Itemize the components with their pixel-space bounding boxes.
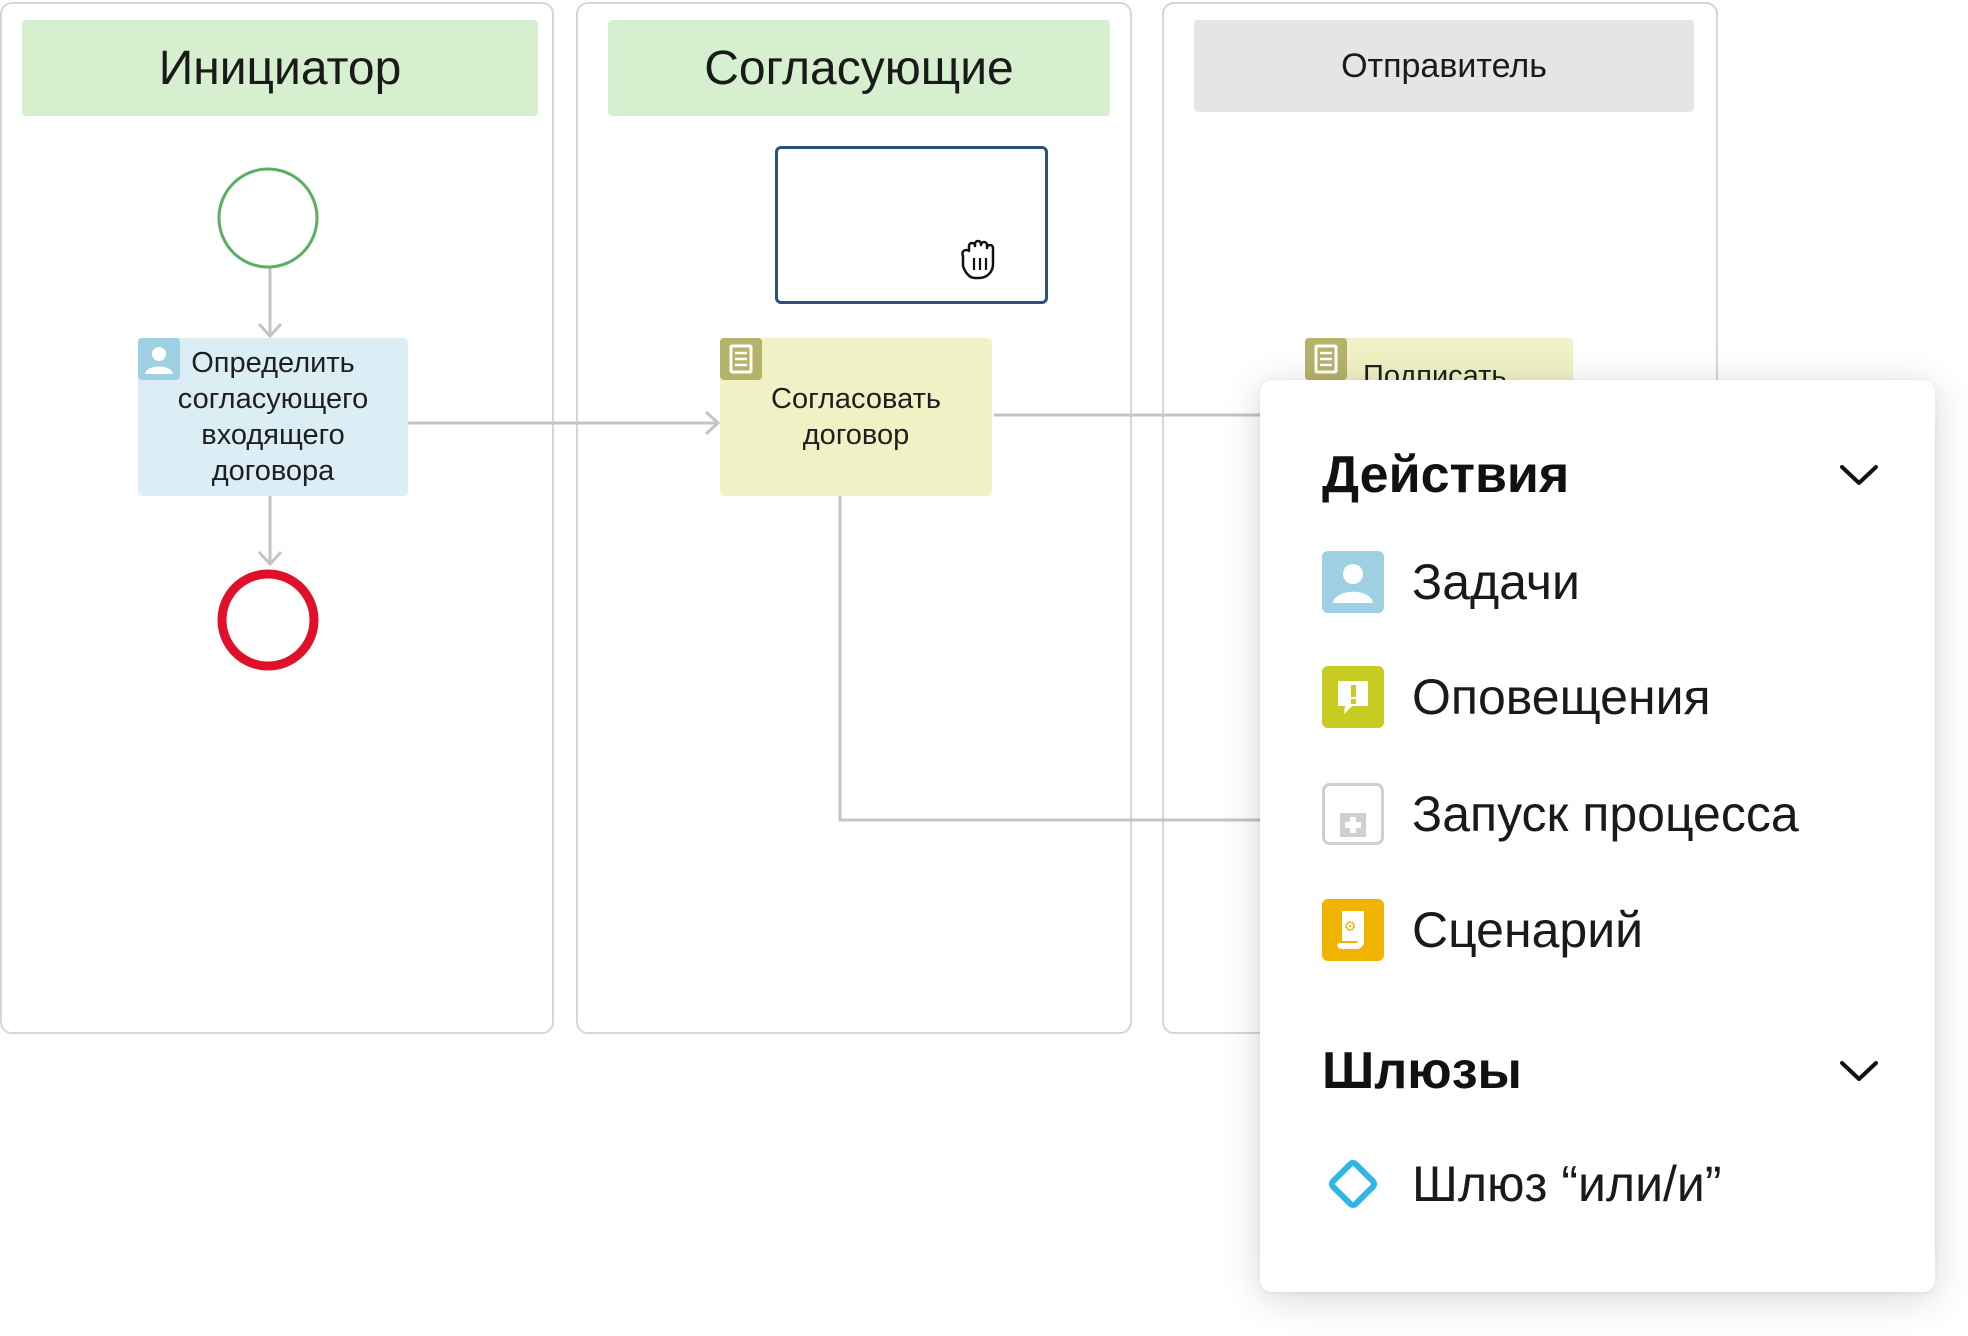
section-gateways-title: Шлюзы [1322,1042,1522,1100]
task-approve-contract[interactable]: Согласовать договор [720,338,992,496]
gateway-diamond-icon [1329,1160,1377,1208]
palette-item-notifications[interactable]: Оповещения [1322,665,1711,729]
palette-item-label: Оповещения [1412,669,1711,725]
section-gateways-header[interactable]: Шлюзы [1322,1036,1882,1106]
document-icon [720,338,762,380]
lane-title-initiator: Инициатор [22,20,538,116]
palette-item-script[interactable]: ⚙ Сценарий [1322,898,1643,962]
element-palette-panel: Действия Задачи Оповещения Запуск процес… [1260,380,1935,1292]
palette-item-label: Сценарий [1412,902,1644,958]
palette-item-label: Задачи [1412,554,1580,610]
palette-item-gateway-or-and[interactable]: Шлюз “или/и” [1322,1152,1721,1216]
section-actions-title: Действия [1322,446,1570,504]
task-approve-contract-label: Согласовать договор [771,383,941,451]
task-define-approver[interactable]: Определить согласующего входящего догово… [138,338,408,496]
svg-text:⚙: ⚙ [1344,919,1357,935]
palette-item-tasks[interactable]: Задачи [1322,550,1580,614]
section-actions-header[interactable]: Действия [1322,440,1882,510]
grab-hand-icon [961,239,995,280]
palette-item-process-launch[interactable]: Запуск процесса [1322,782,1799,846]
document-icon [1305,338,1347,380]
user-task-icon [1322,551,1384,613]
chevron-down-icon[interactable] [1838,463,1880,487]
process-launch-icon [1322,783,1384,845]
palette-item-label: Запуск процесса [1412,786,1799,842]
palette-item-label: Шлюз “или/и” [1412,1156,1722,1212]
chevron-down-icon[interactable] [1838,1059,1880,1083]
lane-title-approvers: Согласующие [608,20,1110,116]
drop-placeholder[interactable] [775,146,1048,304]
notification-icon [1322,666,1384,728]
user-task-icon [138,338,180,380]
task-define-approver-label: Определить согласующего входящего догово… [177,347,369,487]
script-icon: ⚙ [1322,899,1384,961]
lane-title-sender: Отправитель [1194,20,1694,112]
